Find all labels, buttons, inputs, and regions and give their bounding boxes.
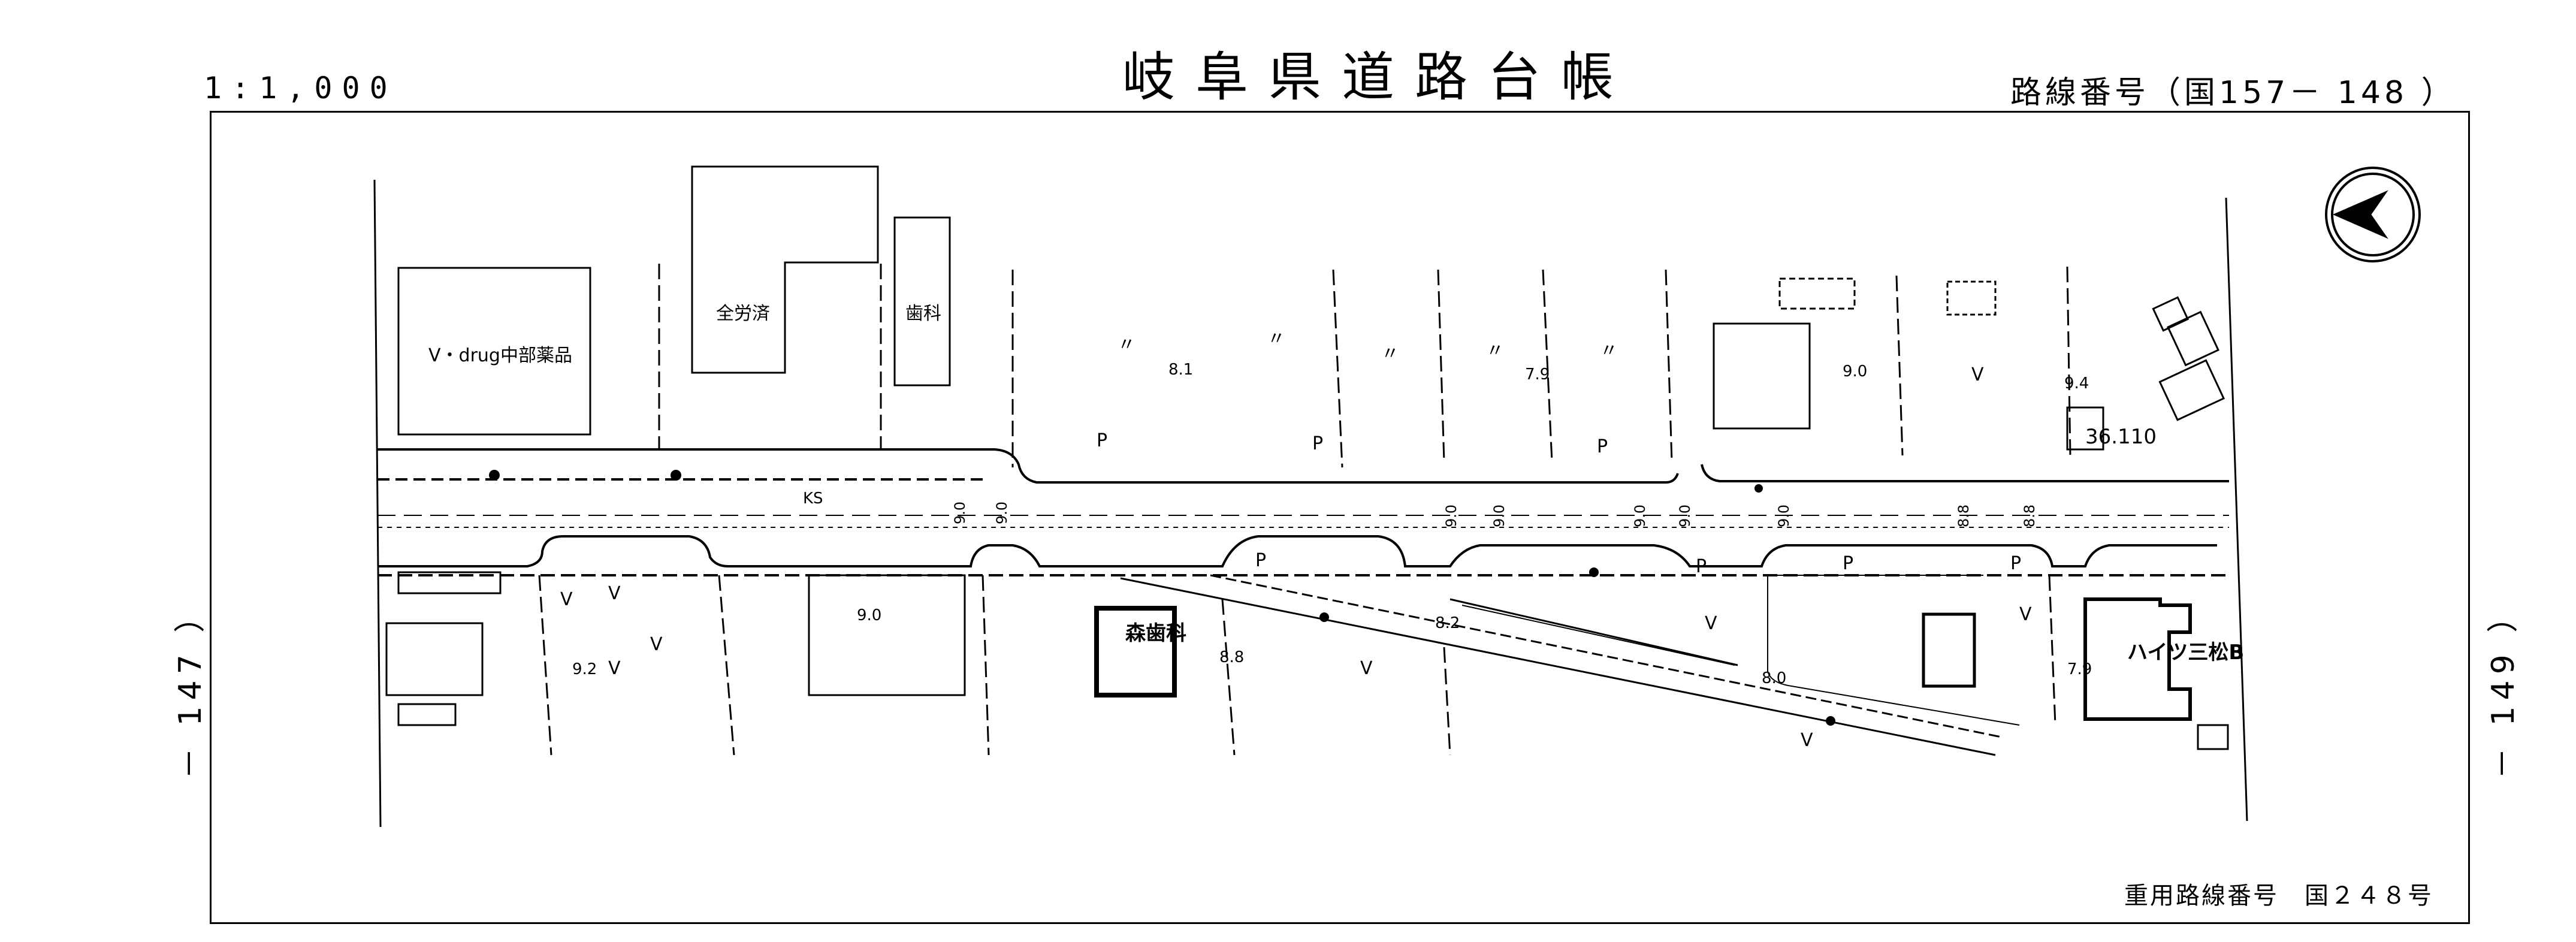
field-symbol: V	[650, 634, 663, 655]
grass-symbol: 〃	[1600, 340, 1618, 361]
benchmark-label: 36.110	[2085, 425, 2157, 449]
building-11	[2197, 724, 2229, 750]
grass-symbol: 〃	[1267, 328, 1285, 349]
survey-points	[489, 470, 1835, 726]
building-7	[2152, 296, 2190, 332]
field-symbol: V	[2019, 604, 2032, 625]
north-arrow-icon	[2325, 167, 2421, 262]
building-zenrosai	[691, 165, 879, 374]
grass-symbol: 〃	[1381, 343, 1399, 364]
chainage-1: 9.0	[952, 502, 968, 524]
building-heights	[2083, 597, 2192, 721]
field-symbol: V	[560, 589, 573, 610]
elevation-2: 7.9	[1525, 366, 1550, 384]
side-road	[1120, 574, 2002, 756]
building-shika	[893, 216, 951, 387]
parking-symbol: P	[1843, 553, 1853, 574]
grass-symbol: 〃	[1118, 334, 1136, 355]
road	[378, 448, 2229, 576]
label-zenrosai: 全労済	[716, 303, 770, 324]
field-symbol: V	[608, 658, 621, 679]
chainage-5: 9.0	[1632, 505, 1648, 527]
building-3	[385, 622, 484, 696]
building-10	[2066, 406, 2104, 451]
parking-symbol: P	[1097, 430, 1107, 451]
map-left-edge	[373, 179, 382, 828]
elevation-1: 8.1	[1168, 361, 1193, 379]
field-symbol: V	[1360, 658, 1373, 679]
building-9	[2158, 359, 2225, 421]
parking-symbol: P	[2010, 553, 2021, 574]
elevation-7: 8.8	[1219, 648, 1244, 666]
chainage-6: 9.0	[1677, 505, 1693, 527]
label-shika: 歯科	[905, 303, 941, 324]
building-13	[397, 703, 457, 726]
parking-symbol: P	[1696, 556, 1707, 577]
building-12	[397, 571, 502, 594]
elevation-6: 9.0	[857, 606, 881, 624]
building-4	[808, 574, 966, 696]
field-symbol: V	[1801, 730, 1813, 751]
parking-symbol: P	[1312, 433, 1323, 454]
elevation-9: 8.0	[1762, 669, 1786, 687]
elevation-5: 9.2	[572, 660, 597, 678]
chainage-9: 8.8	[2021, 505, 2038, 527]
elevation-10: 7.9	[2067, 660, 2092, 678]
map-frame	[210, 111, 2470, 924]
parking-symbol: P	[1255, 550, 1266, 571]
building-5	[1778, 277, 1856, 310]
parking-symbol: P	[1597, 436, 1608, 457]
scale-label: 1:1,000	[204, 71, 397, 105]
lot-boundaries	[538, 264, 2071, 756]
parking-edges	[1461, 575, 2020, 726]
chainage-3: 9.0	[1443, 505, 1460, 527]
field-symbol: V	[608, 583, 621, 604]
building-2	[1922, 612, 1976, 688]
elevation-4: 9.4	[2064, 375, 2089, 393]
chainage-7: 9.0	[1775, 505, 1792, 527]
field-symbol: V	[1705, 613, 1717, 634]
building-1	[1713, 322, 1811, 430]
label-mori-shika: 森歯科	[1125, 621, 1186, 645]
grass-symbol: 〃	[1486, 340, 1504, 361]
building-6	[1946, 280, 1997, 316]
building-vdrug	[397, 267, 591, 436]
chainage-2: 9.0	[993, 502, 1010, 524]
elevation-3: 9.0	[1843, 363, 1867, 381]
map-right-edge	[2225, 197, 2248, 822]
duplicate-route-label: 重用路線番号 国２４８号	[2124, 882, 2433, 910]
field-symbol: V	[1971, 364, 1984, 385]
building-8	[2167, 310, 2219, 367]
label-heights: ハイツ三松B	[2127, 641, 2244, 665]
route-number: 路線番号（国157－ 148 ）	[2010, 75, 2456, 111]
page-title: 岐阜県道路台帳	[1122, 46, 1634, 108]
label-vdrug: V・drug中部薬品	[428, 345, 572, 366]
ks-label: KS	[803, 490, 823, 508]
building-mori-shika	[1094, 606, 1177, 698]
chainage-8: 8.8	[1955, 505, 1972, 527]
elevation-8: 8.2	[1435, 614, 1460, 632]
chainage-4: 9.0	[1491, 505, 1508, 527]
